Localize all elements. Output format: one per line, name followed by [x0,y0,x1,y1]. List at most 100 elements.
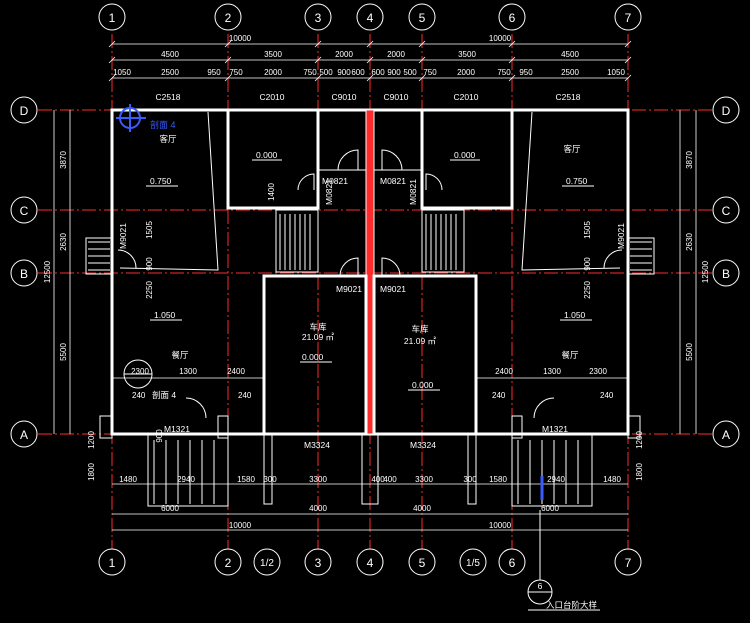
room-labels: 客厅 客厅 餐厅 餐厅 车库 车库 21.09 ㎡ 21.09 ㎡ [159,134,581,360]
svg-text:B: B [20,267,28,281]
dim-tick [508,40,516,48]
dim-bottom-overall: 10000 [489,521,512,530]
door-label: M0821 [408,179,418,205]
svg-text:3: 3 [315,11,322,25]
dim-bottom-row1: 1480 [603,475,621,484]
svg-text:5: 5 [419,11,426,25]
dim-bottom-row1: 2940 [177,475,195,484]
walls [85,108,655,507]
dim-opening: 2000 [264,68,282,77]
axis-bubble-top: 7 [614,3,642,31]
dim-left: 5500 [59,343,68,361]
svg-text:7: 7 [625,556,632,570]
door-label: M3324 [410,440,436,450]
dim-bay: 4500 [161,50,179,59]
dim-bottom: 6000 [541,504,559,513]
dim-entry: 1800 [87,463,96,481]
axis-bubble-bottom: 3 [304,548,332,576]
dim-stair: 900 [155,429,164,443]
dim-opening: 750 [497,68,511,77]
dim-240: 240 [132,391,146,400]
dim-tick [224,56,232,64]
dim-top-overall: 10000 [489,34,512,43]
svg-text:4: 4 [367,11,374,25]
elevation: 0.750 [566,176,588,186]
dim-porch: 2400 [495,367,513,376]
window-label: C2518 [155,92,180,102]
dim-bay: 3500 [264,50,282,59]
room-label: 车库 [309,322,327,332]
dim-opening: 950 [207,68,221,77]
dim-opening: 2000 [457,68,475,77]
dim-tick [314,56,322,64]
door-label: M0821 [380,176,406,186]
axis-bubble-right: D [712,96,740,124]
dim-bottom-row1: 3300 [415,475,433,484]
room-label: 客厅 [563,144,581,154]
elevation: 0.750 [150,176,172,186]
dim-tick [418,40,426,48]
door-label: M1321 [542,424,568,434]
porch-dims: 2400 1300 2400 1300 2300 2300 240 240 24… [112,367,628,443]
axis-bubble-bottom: 7 [614,548,642,576]
axis-bubble-top: 5 [408,3,436,31]
detail-label: 入口台阶大样 [546,600,598,610]
elevation: 1.050 [154,310,176,320]
svg-text:C: C [722,204,731,218]
dim-tick [624,74,632,82]
window-label: C2518 [555,92,580,102]
dim-tick [366,74,374,82]
dim-bottom-overall: 10000 [229,521,252,530]
svg-text:6: 6 [509,556,516,570]
detail-callout: 6 入口台阶大样 [527,510,600,611]
axis-bubble-top: 2 [214,3,242,31]
dim-small: 900 [145,257,154,271]
dim-bay: 2000 [335,50,353,59]
dim-left-total: 12500 [43,260,52,283]
dim-small: 2250 [145,281,154,299]
dim-opening: 750 [423,68,437,77]
dim-entry: 1200 [635,431,644,449]
door-label: M0821 [324,179,334,205]
axis-bubble-left: B [10,259,38,287]
door-label: M3324 [304,440,330,450]
room-label: 车库 [411,324,429,334]
axis-bubble-right: A [712,420,740,448]
door-label: M9021 [616,223,626,249]
dim-tick [624,40,632,48]
window-label: C9010 [331,92,356,102]
axis-bubble-bottom: 1/2 [253,548,281,576]
section-label: 剖面 4 [152,390,176,400]
dim-bottom: 6000 [161,504,179,513]
svg-text:1/2: 1/2 [260,558,274,569]
axis-bubble-top: 1 [98,3,126,31]
door-labels: M0821 M0821 M0821 M0821 M9021 M9021 M902… [118,176,626,450]
axis-bubble-bottom: 1/5 [459,548,487,576]
dim-opening: 2500 [561,68,579,77]
door-label: M9021 [336,284,362,294]
svg-text:D: D [20,104,29,118]
axis-bubble-top: 3 [304,3,332,31]
axis-bubble-right: C [712,196,740,224]
dim-bottom: 4000 [309,504,327,513]
elevation: 0.000 [302,352,324,362]
dim-opening: 600 [351,68,365,77]
dim-bottom-row1: 300 [463,475,477,484]
dim-opening: 1050 [113,68,131,77]
svg-text:3: 3 [315,556,322,570]
elevation: 0.000 [412,380,434,390]
dim-porch: 2300 [131,367,149,376]
dim-right: 3870 [685,151,694,169]
door-label: M9021 [118,223,128,249]
elevation-marks: 0.000 0.000 0.750 0.750 1.050 1.050 0.00… [146,150,594,391]
door-label: M0821 [322,176,348,186]
dim-porch: 1300 [179,367,197,376]
dim-opening: 500 [403,68,417,77]
dim-left: 2630 [59,233,68,251]
door-label: M9021 [380,284,406,294]
svg-text:7: 7 [625,11,632,25]
axis-bubble-bottom: 6 [498,548,526,576]
side-dimensions: 3870 2630 5500 12500 3870 2630 5500 1250… [43,110,710,481]
svg-text:1: 1 [109,11,116,25]
elevation: 0.000 [454,150,476,160]
